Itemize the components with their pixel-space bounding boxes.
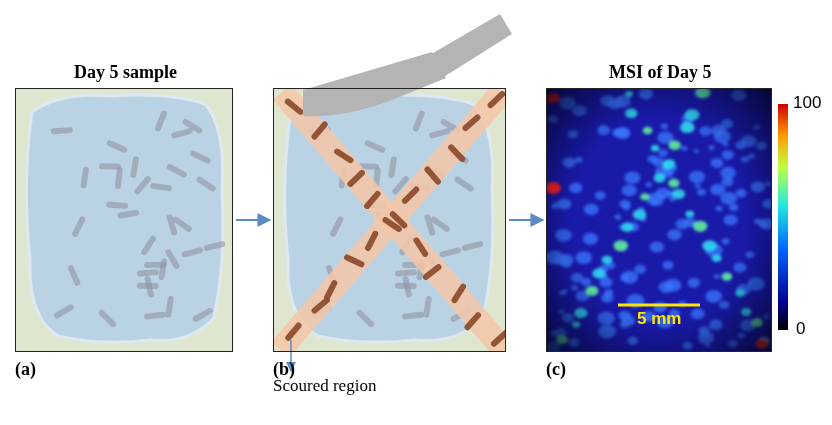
colorbar-min: 0 bbox=[796, 319, 805, 339]
scale-bar bbox=[618, 304, 700, 307]
scale-label: 5 mm bbox=[637, 309, 681, 329]
flow-arrow bbox=[236, 219, 270, 221]
panel-letter: (a) bbox=[15, 359, 36, 380]
sample-panel-b bbox=[273, 88, 506, 352]
flow-arrow bbox=[509, 219, 543, 221]
panel-title: Day 5 sample bbox=[74, 62, 177, 83]
panel-letter: (c) bbox=[546, 359, 566, 380]
msi-heatmap bbox=[546, 88, 772, 352]
color-bar bbox=[778, 104, 788, 330]
scoured-panel: (b) bbox=[273, 88, 506, 352]
sample-panel: Day 5 sample(a) bbox=[15, 88, 233, 352]
region-label: Scoured region bbox=[273, 376, 376, 396]
colorbar-max: 100 bbox=[793, 93, 821, 113]
sample-panel-a bbox=[15, 88, 233, 352]
panel-title: MSI of Day 5 bbox=[609, 62, 712, 83]
scraper-blade bbox=[303, 14, 512, 116]
